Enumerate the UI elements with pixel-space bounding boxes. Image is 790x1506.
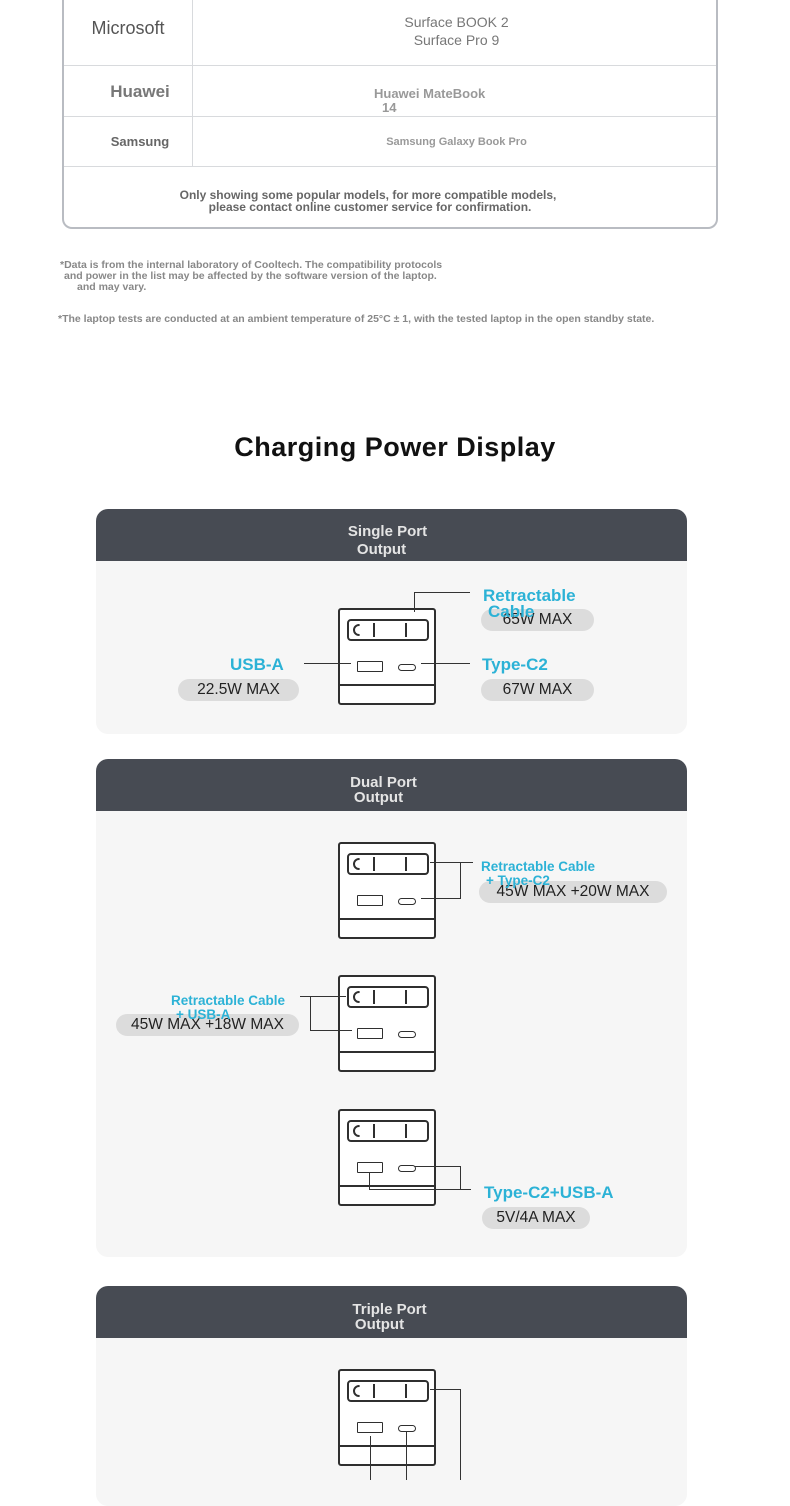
footnote-temperature: *The laptop tests are conducted at an am… [58,313,655,325]
type-c2-label: Type-C2 [482,655,548,674]
connector-line [421,898,461,899]
panel-heading-line-2: Output [356,541,407,558]
retractable-cable-icon [347,853,429,875]
row-divider [64,166,716,167]
charger-device [338,1109,436,1206]
connector-line [310,1030,352,1031]
combo2-label-line-2: + USB-A [176,1007,231,1022]
connector-line [369,1172,370,1189]
usb-a-port-icon [357,895,383,906]
retractable-cable-icon [347,1120,429,1142]
compatibility-note-line-2: please contact online customer service f… [208,200,532,214]
column-divider [192,0,193,166]
connector-line [406,1431,407,1480]
usb-a-label: USB-A [230,655,284,674]
charger-device [338,975,436,1072]
connector-line [460,862,461,899]
model-surface-book-2: Surface BOOK 2 [404,14,509,30]
combo1-power-badge: 45W MAX +20W MAX [479,881,667,903]
type-c-port-icon [398,664,416,671]
brand-samsung: Samsung [110,134,170,149]
usb-a-power-badge: 22.5W MAX [178,679,299,701]
panel-heading-line-2: Output [354,1316,405,1333]
usb-a-port-icon [357,1422,383,1433]
usb-a-port-icon [357,1162,383,1173]
panel-heading-line-1: Triple Port [352,1301,427,1318]
combo1-label-line-2: + Type-C2 [486,873,550,888]
panel-header: Dual Port Output [96,759,687,811]
cable-label-line-2: Cable [488,602,535,621]
retractable-cable-icon [347,1380,429,1402]
combo3-power-badge: 5V/4A MAX [482,1207,590,1229]
footnote-data-line-3: and may vary. [77,281,147,293]
type-c2-power-badge: 67W MAX [481,679,594,701]
panel-header: Single Port Output [96,509,687,561]
model-surface-pro-9: Surface Pro 9 [413,32,500,48]
footnote-data-line-2: and power in the list may be affected by… [64,270,437,282]
panel-heading-line-1: Dual Port [350,774,417,791]
connector-line [430,1389,461,1390]
type-c-port-icon [398,898,416,905]
footnote-data-line-1: *Data is from the internal laboratory of… [60,259,443,271]
cable-label-line-1: Retractable [483,586,576,605]
panel-heading-line-2: Output [353,789,404,806]
type-c-port-icon [398,1031,416,1038]
row-divider [64,65,716,66]
charger-device [338,1369,436,1466]
panel-heading-line-1: Single Port [347,523,428,540]
model-huawei-matebook-size: 14 [382,100,397,115]
compatibility-note-line-1: Only showing some popular models, for mo… [179,188,557,202]
type-c-port-icon [398,1425,416,1432]
combo3-label: Type-C2+USB-A [484,1183,614,1202]
usb-a-port-icon [357,1028,383,1039]
charger-device [338,608,436,705]
connector-line [370,1436,371,1480]
compatibility-table: Microsoft Surface BOOK 2 Surface Pro 9 H… [62,0,718,229]
cable-power-badge: 65W MAX [481,609,594,631]
connector-line [421,663,470,664]
combo2-power-badge: 45W MAX +18W MAX [116,1014,299,1036]
connector-line [300,996,346,997]
combo1-label-line-1: Retractable Cable [481,859,596,874]
charger-base-line [340,918,434,920]
charger-base-line [340,1185,434,1187]
connector-line [310,996,311,1031]
connector-line [414,592,415,612]
panel-header: Triple Port Output [96,1286,687,1338]
connector-line [369,1189,471,1190]
connector-line [460,1389,461,1480]
model-samsung-galaxy-book-pro: Samsung Galaxy Book Pro [386,136,527,148]
model-huawei-matebook: Huawei MateBook [374,86,486,101]
connector-line [304,663,351,664]
connector-line [430,862,473,863]
charger-base-line [340,1051,434,1053]
retractable-cable-icon [347,986,429,1008]
charger-device [338,842,436,939]
brand-huawei: Huawei [110,82,170,101]
row-divider [64,116,716,117]
type-c-port-icon [398,1165,416,1172]
connector-line [415,1166,461,1167]
brand-microsoft: Microsoft [91,18,165,38]
combo2-label-line-1: Retractable Cable [171,993,286,1008]
charger-base-line [340,684,434,686]
charger-base-line [340,1445,434,1447]
section-title: Charging Power Display [234,432,556,462]
retractable-cable-icon [347,619,429,641]
connector-line [414,592,470,593]
connector-line [460,1166,461,1190]
usb-a-port-icon [357,661,383,672]
